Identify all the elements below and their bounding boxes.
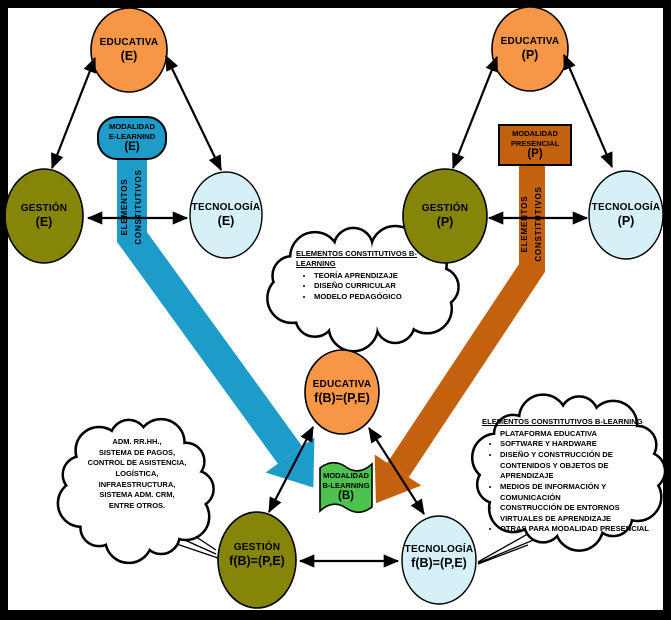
- educativa-p-ellipse: [491, 6, 569, 92]
- educativa-e-ellipse: [90, 7, 168, 93]
- gestion-e-ellipse: [4, 168, 84, 264]
- gestion-b-ellipse: [217, 511, 297, 609]
- tecnologia-b-ellipse: [401, 515, 477, 605]
- thought-cloud-bottom-right: [470, 393, 667, 552]
- relation-arrows: [50, 53, 614, 568]
- tecnologia-e-ellipse: [189, 171, 263, 259]
- elearning-band-arrow: [117, 148, 303, 464]
- presencial-band-arrow: [387, 158, 545, 478]
- thought-cloud-bottom-left: [56, 417, 215, 565]
- educativa-b-ellipse: [304, 349, 380, 435]
- blearning-flag: [319, 461, 373, 514]
- tecnologia-p-ellipse: [588, 170, 664, 260]
- gestion-p-ellipse: [402, 168, 488, 264]
- thought-cloud-center: [266, 224, 460, 353]
